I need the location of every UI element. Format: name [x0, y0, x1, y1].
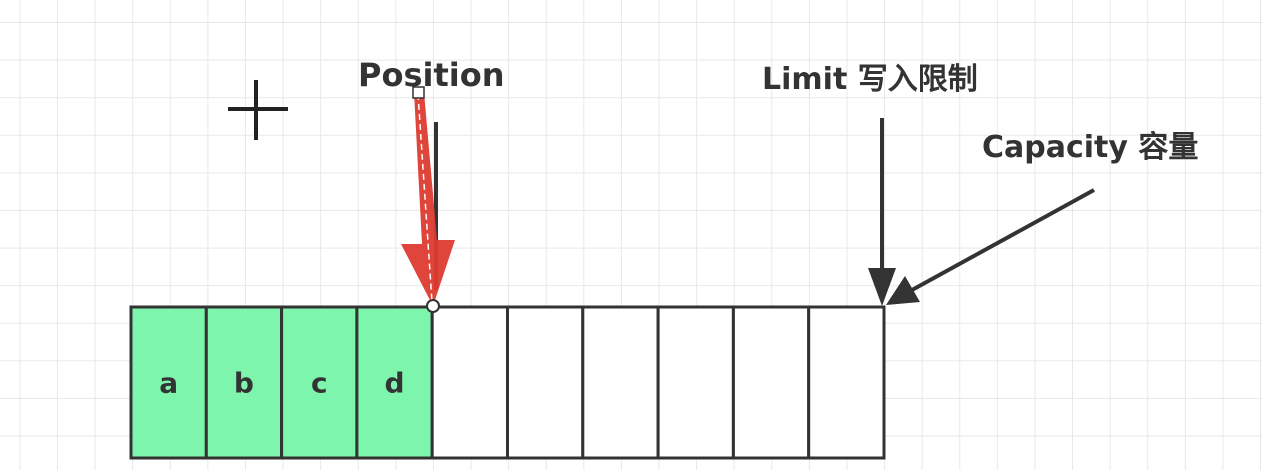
buffer-cell-0 — [129, 305, 208, 460]
buffer-cell-4 — [430, 305, 510, 460]
buffer-cells: a b c d — [129, 305, 886, 460]
buffer-cell-8 — [731, 305, 811, 460]
position-arrow — [401, 86, 455, 313]
crosshair-cursor-icon — [228, 80, 288, 140]
limit-label: Limit 写入限制 — [762, 62, 978, 97]
position-label: Position — [358, 56, 505, 94]
capacity-label: Capacity 容量 — [982, 130, 1199, 165]
position-drag-handle-end[interactable] — [426, 299, 440, 313]
buffer-cell-label: a — [159, 367, 178, 400]
limit-arrow — [868, 118, 896, 306]
capacity-arrow — [886, 188, 1095, 305]
buffer-cell-2 — [280, 305, 359, 460]
buffer-cell-7 — [656, 305, 735, 460]
buffer-cell-label: d — [385, 367, 405, 400]
buffer-cell-1 — [204, 305, 284, 460]
buffer-cell-9 — [807, 305, 886, 460]
position-drag-handle-start[interactable] — [412, 86, 425, 99]
buffer-cell-label: c — [311, 367, 328, 400]
buffer-cell-6 — [581, 305, 660, 460]
buffer-cell-5 — [506, 305, 585, 460]
buffer-cell-label: b — [234, 367, 254, 400]
